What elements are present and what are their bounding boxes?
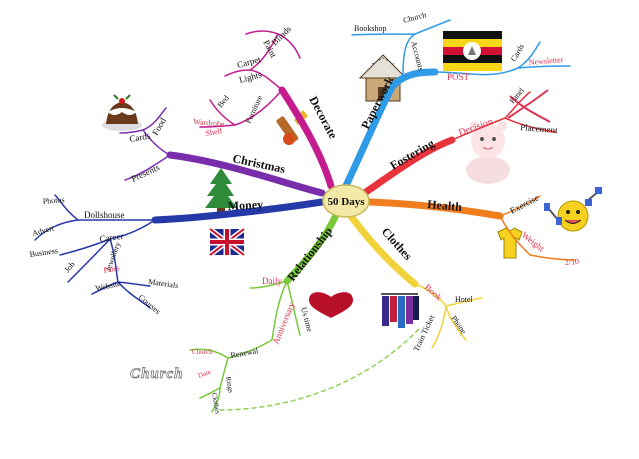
rings-label: Rings [224, 376, 235, 394]
fostering-trunk [362, 136, 456, 196]
christmas-trunk [166, 151, 326, 197]
christmas-tree-image [205, 168, 237, 214]
baby-doll-image [466, 121, 510, 184]
shelf-label: Shelf [205, 126, 224, 138]
christmas-cards-label: Cards [129, 130, 152, 144]
decorate-trunk [278, 86, 335, 190]
relationship-twigs [189, 280, 301, 413]
accounts-label: Accounts [409, 40, 426, 72]
rel-clothes-label: Clothes [210, 392, 222, 415]
rel-church-label: Church [192, 348, 213, 356]
website-label: Website [95, 279, 122, 293]
wardrobe-label: Wardrobe [193, 117, 225, 129]
photos-label: Photos [42, 195, 64, 206]
phone-label: Phone [449, 314, 468, 336]
paintbrush-image [276, 110, 308, 145]
fostering-twigs [451, 91, 557, 141]
presents-label: Presents [130, 162, 162, 184]
weight-label: Weight [520, 230, 547, 254]
target-label: 2/10 [564, 257, 579, 267]
bed-label: Bed [216, 94, 231, 110]
health-trunk [366, 198, 504, 220]
money-label: Money [227, 197, 263, 213]
uganda-flag-image [443, 31, 502, 71]
post-label: POST [447, 72, 470, 82]
svg-text:Church: Church [130, 366, 184, 382]
health-twigs [499, 195, 576, 261]
courses-label: Courses [137, 293, 163, 316]
church-wordart-image: Church [130, 366, 184, 383]
career-label: Career [99, 231, 124, 244]
center-label: 50 Days [328, 196, 366, 208]
relationship-label: Relationship [284, 224, 335, 284]
materials-label: Materials [148, 277, 179, 290]
money-twigs [34, 194, 156, 309]
newsletter-label: Newsletter [528, 55, 564, 67]
paperwork-trunk [336, 68, 439, 202]
center-node: 50 Days [322, 184, 370, 218]
christmas-twigs [119, 107, 171, 181]
business-label: Business [29, 246, 58, 259]
union-jack-image [208, 227, 246, 257]
paperwork-twigs [351, 19, 571, 77]
dollshouse-label: Dollshouse [84, 210, 125, 220]
money-trunk [151, 198, 326, 224]
heart-image [309, 292, 353, 318]
dashed-connector [219, 327, 421, 411]
placement-label: Placement [520, 122, 559, 135]
job-label: Job [63, 260, 77, 274]
fairs-label: Fairs [103, 263, 120, 275]
panel-label: Panel [508, 85, 527, 105]
relationship-trunk [283, 209, 341, 285]
us-time-label: Us time [299, 306, 314, 333]
church-label: Church [402, 10, 427, 25]
date-label: Date [197, 368, 212, 380]
paperwork-cards-label: Cards [509, 42, 526, 63]
daily-label: Daily [262, 276, 282, 286]
health-label: Health [427, 197, 463, 214]
lights-label: Lights [238, 69, 263, 85]
panel-strike-icon [507, 89, 551, 123]
clothes-trunk [344, 208, 419, 288]
carpet-label: Carpet [236, 54, 262, 70]
clothes-rack-image [381, 293, 419, 328]
food-label: Food [150, 116, 168, 137]
hotel-label: Hotel [455, 295, 474, 304]
smiley-dumbbells-image [544, 187, 602, 232]
decorate-twigs [199, 30, 301, 128]
renewal-label: Renewal [230, 346, 260, 360]
christmas-pudding-image [102, 94, 142, 131]
exercise-label: Exercise [508, 192, 540, 215]
blinds-label: Blinds [269, 23, 293, 47]
bookshop-label: Bookshop [354, 24, 386, 33]
advert-label: Advert [31, 223, 56, 238]
clothes-twigs [414, 283, 483, 349]
